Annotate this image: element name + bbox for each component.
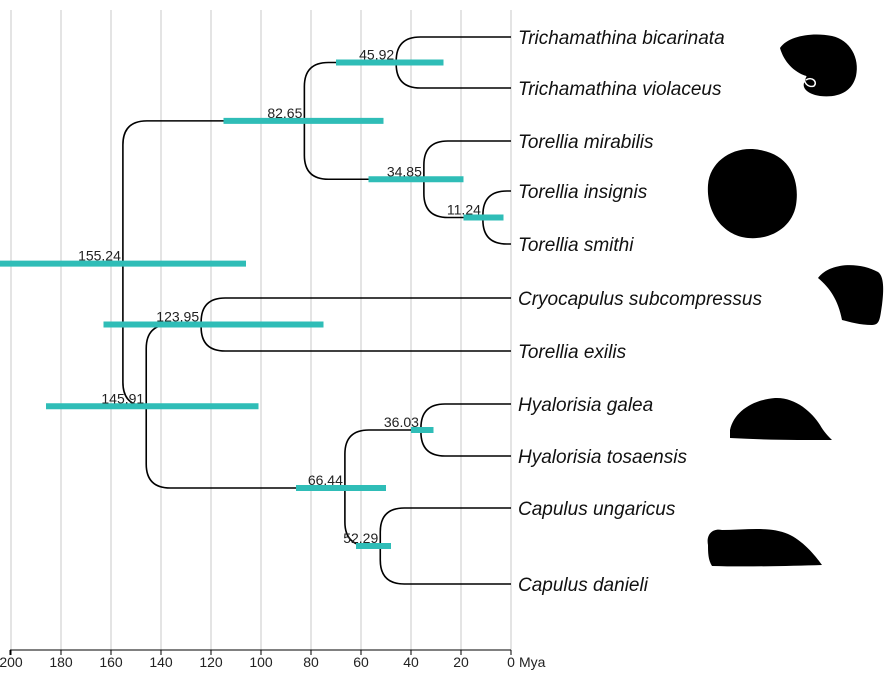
tree-branch	[483, 218, 511, 245]
confidence-interval-bars	[0, 63, 504, 547]
tree-branch	[396, 63, 511, 89]
taxon-label: Hyalorisia tosaensis	[518, 447, 687, 468]
taxon-label: Capulus danieli	[518, 575, 649, 596]
torellia-shell-silhouette	[708, 149, 797, 238]
node-age-label: 155.24	[78, 248, 121, 264]
taxon-label: Capulus ungaricus	[518, 499, 676, 520]
capulus-shell-silhouette	[708, 529, 822, 566]
tree-branch	[201, 298, 511, 325]
node-age-label: 11.24	[447, 202, 481, 218]
axis-tick-label: 40	[403, 654, 419, 670]
axis-unit-label: Mya	[519, 654, 546, 670]
node-age-label: 52.29	[343, 530, 378, 546]
tree-branch	[424, 141, 511, 179]
time-axis: 220200180160140120100806040200	[0, 650, 515, 670]
node-age-label: 82.65	[267, 105, 302, 121]
tree-branch	[380, 508, 511, 546]
tree-branch	[421, 430, 511, 456]
tree-branch	[146, 325, 201, 407]
taxon-label: Hyalorisia galea	[518, 395, 653, 416]
tree-branch	[483, 191, 511, 218]
tree-branch	[123, 121, 304, 264]
axis-tick-label: 180	[49, 654, 73, 670]
axis-tick-label: 120	[199, 654, 223, 670]
tree-branch	[396, 37, 511, 63]
axis-tick-label: 60	[353, 654, 369, 670]
taxon-label: Trichamathina violaceus	[518, 79, 722, 100]
taxon-label: Torellia smithi	[518, 235, 634, 256]
node-age-label: 36.03	[384, 414, 419, 430]
taxon-label: Torellia exilis	[518, 342, 627, 363]
axis-tick-label: 20	[453, 654, 469, 670]
time-gridlines	[0, 10, 511, 650]
axis-tick-label: 140	[149, 654, 173, 670]
axis-tick-label: 200	[0, 654, 23, 670]
trichamathina-shell-silhouette	[780, 35, 857, 97]
taxon-label: Torellia insignis	[518, 182, 648, 203]
node-age-label: 66.44	[308, 472, 343, 488]
tree-branch	[380, 546, 511, 584]
tree-branch	[123, 264, 147, 407]
node-age-label: 34.85	[387, 163, 422, 179]
tree-branch	[304, 63, 396, 121]
taxon-label: Cryocapulus subcompressus	[518, 289, 762, 310]
cryocapulus-shell-silhouette	[818, 265, 883, 325]
taxon-label: Torellia mirabilis	[518, 132, 654, 153]
tree-branch	[345, 430, 421, 488]
axis-tick-label: 100	[249, 654, 273, 670]
tree-branch	[201, 325, 511, 352]
hyalorisia-shell-silhouette	[730, 398, 832, 440]
taxon-label: Trichamathina bicarinata	[518, 28, 725, 49]
axis-tick-label: 80	[303, 654, 319, 670]
tree-branch	[421, 404, 511, 430]
node-age-label: 45.92	[359, 47, 394, 63]
node-age-label: 145.91	[101, 390, 144, 406]
axis-tick-label: 160	[99, 654, 123, 670]
node-age-label: 123.95	[156, 309, 199, 325]
axis-tick-label: 0	[507, 654, 515, 670]
